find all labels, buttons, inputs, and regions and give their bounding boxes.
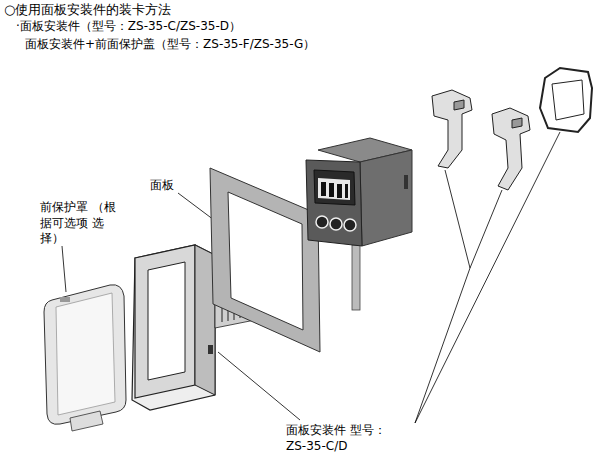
title: ○使用面板安装件的装卡方法 bbox=[4, 2, 171, 19]
panel-sheet bbox=[210, 168, 320, 352]
mount-brackets bbox=[432, 68, 592, 190]
subtitle: ·面板安装件（型号：ZS-35-C/ZS-35-D） bbox=[16, 19, 241, 35]
front-cover bbox=[44, 285, 126, 431]
subtitle: 面板安装件+前面保护盖（型号：ZS-35-F/ZS-35-G） bbox=[25, 37, 315, 53]
part-label: 面板安装件 型号：ZS-35-C/D bbox=[286, 423, 396, 454]
part-label: 前保护罩 （根据可选项 选择） bbox=[40, 200, 124, 247]
sensor-unit bbox=[306, 138, 412, 310]
part-label: 面板 bbox=[150, 178, 174, 194]
leader-lines bbox=[62, 132, 560, 423]
